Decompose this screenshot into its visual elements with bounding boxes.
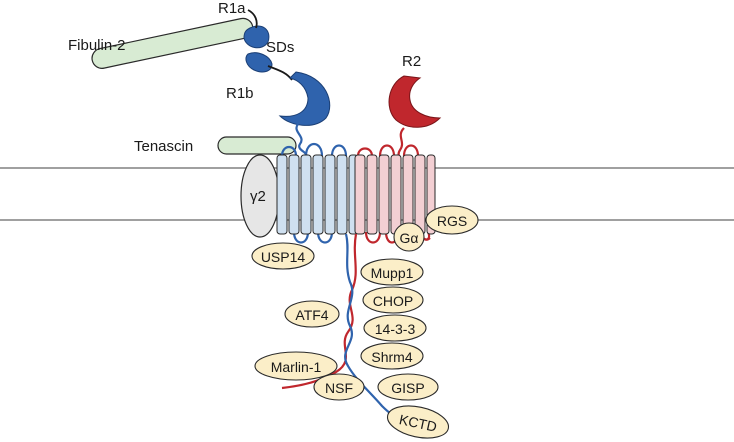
mupp1-partner: Mupp1 [360, 258, 424, 286]
marlin-1-partner: Marlin-1 [254, 351, 338, 381]
r1a-sushi-domain [243, 25, 270, 49]
r2-transmembrane-helices [354, 154, 436, 235]
svg-text:CHOP: CHOP [373, 293, 413, 309]
r1-intracellular-loops [292, 231, 334, 244]
atf4-partner: ATF4 [284, 300, 340, 328]
kctd-partner: KCTD [386, 405, 450, 439]
svg-text:GISP: GISP [391, 380, 424, 396]
r1a-label: R1a [218, 0, 246, 17]
svg-text:KCTD: KCTD [398, 411, 439, 435]
gamma2-label: γ2 [250, 188, 266, 205]
chop-partner: CHOP [362, 286, 424, 314]
svg-text:14-3-3: 14-3-3 [375, 321, 416, 337]
sds-label: SDs [266, 39, 294, 56]
gisp-partner: GISP [377, 373, 439, 401]
r1b-label: R1b [226, 85, 254, 102]
svg-text:Mupp1: Mupp1 [371, 265, 414, 281]
svg-text:ATF4: ATF4 [295, 307, 328, 323]
r1-stalk [295, 123, 308, 157]
r2-extracellular-domain [388, 75, 442, 128]
r1a-sushi-domain-2 [245, 52, 273, 73]
shrm4-partner: Shrm4 [360, 342, 424, 370]
svg-text:RGS: RGS [437, 213, 467, 229]
fibulin-2-label: Fibulin-2 [68, 37, 126, 54]
nsf-partner: NSF [313, 373, 365, 401]
r1-transmembrane-helices [276, 154, 359, 235]
tenascin-label: Tenascin [134, 138, 193, 155]
r2-label: R2 [402, 53, 421, 70]
svg-text:Shrm4: Shrm4 [371, 349, 412, 365]
r1-extracellular-loops [280, 142, 348, 157]
14-3-3-partner: 14-3-3 [363, 314, 427, 342]
galpha-partner: Gα [393, 222, 425, 252]
tenascin-rod [217, 136, 297, 155]
usp14-partner: USP14 [251, 242, 315, 270]
svg-text:NSF: NSF [325, 380, 353, 396]
rgs-partner: RGS [425, 205, 479, 235]
svg-text:Marlin-1: Marlin-1 [271, 359, 322, 375]
r2-extracellular-loops [356, 144, 420, 157]
r1-extracellular-domain [278, 71, 331, 126]
svg-text:USP14: USP14 [261, 249, 306, 265]
r1-c-terminal-tail [344, 233, 403, 422]
svg-text:Gα: Gα [400, 230, 419, 246]
